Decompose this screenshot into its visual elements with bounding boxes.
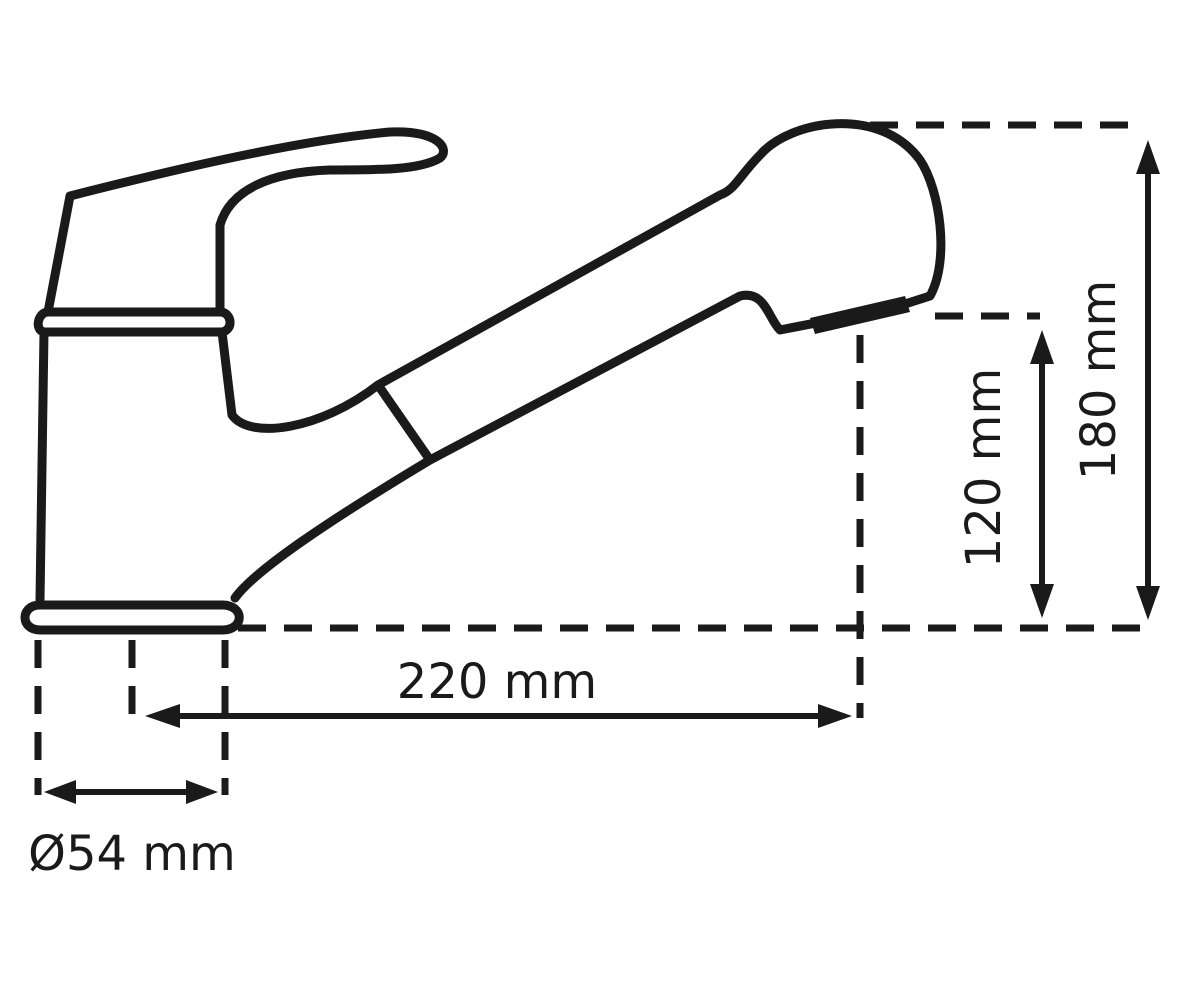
base-diameter-label: Ø54 mm	[28, 826, 236, 882]
spray-outlet	[810, 296, 910, 334]
faucet-column	[35, 327, 49, 605]
pullout-spout	[230, 119, 946, 603]
diameter-arrow-left	[44, 780, 76, 804]
height-arrow-bottom	[1136, 586, 1160, 620]
height-arrow-top	[1136, 140, 1160, 174]
outlet-height-label: 120 mm	[956, 368, 1012, 568]
lever-handle	[43, 127, 448, 317]
reach-arrow-right	[818, 704, 852, 728]
reference-lines	[34, 121, 1145, 795]
faucet-body	[20, 119, 946, 635]
spout-neck	[217, 327, 383, 433]
spout-reach-label: 220 mm	[397, 654, 597, 710]
dimension-arrows	[44, 140, 1160, 804]
total-height-label: 180 mm	[1071, 280, 1127, 480]
reach-arrow-left	[145, 704, 180, 728]
diameter-arrow-right	[186, 780, 218, 804]
handle-band	[33, 307, 235, 337]
outlet-arrow-bottom	[1030, 584, 1054, 618]
outlet-arrow-top	[1030, 330, 1054, 364]
base-ring	[20, 600, 244, 635]
